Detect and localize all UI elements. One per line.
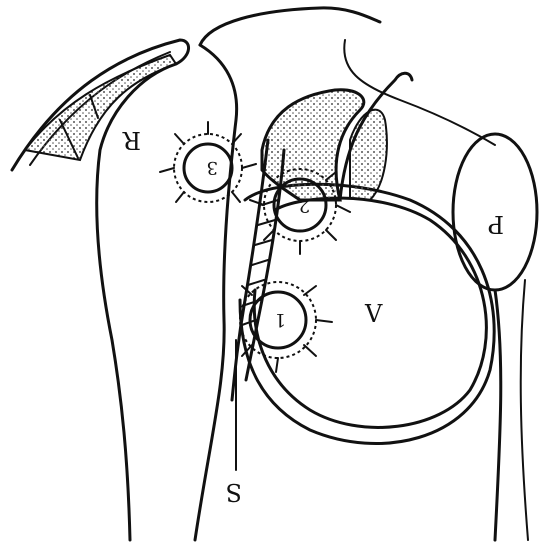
right-vertical-line xyxy=(495,290,501,540)
label-1: 1 xyxy=(275,309,286,330)
label-3: 3 xyxy=(207,157,218,178)
label-v: V xyxy=(364,300,383,328)
upper-stalk-contour xyxy=(195,45,237,540)
label-p: P xyxy=(488,210,504,238)
label-r: R xyxy=(122,126,141,154)
top-notch-contour xyxy=(200,8,380,45)
label-s: S xyxy=(226,478,242,506)
label-2: 2 xyxy=(299,195,310,216)
stippled-mass-right xyxy=(350,110,387,200)
right-vertical-line-2 xyxy=(521,280,528,540)
